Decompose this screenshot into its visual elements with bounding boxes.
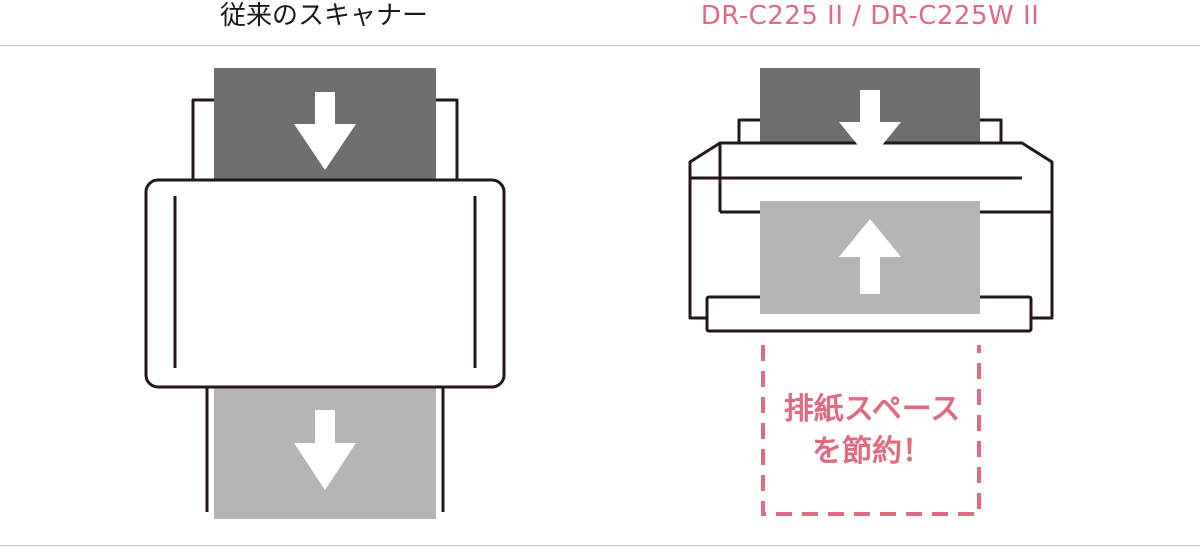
arrow-down-icon — [294, 410, 356, 490]
scanner-body — [144, 178, 506, 389]
arrow-up-icon — [839, 219, 901, 294]
top-divider — [0, 45, 1200, 46]
arrow-down-icon — [294, 92, 356, 170]
callout-line-2: を節約！ — [812, 434, 932, 469]
output-tray — [205, 387, 445, 512]
arrow-down-icon — [839, 90, 901, 160]
product-heading: DR-C225 II / DR-C225W II — [700, 1, 1040, 31]
callout-line-1: 排紙スペース — [783, 392, 961, 427]
saved-space-outline — [761, 345, 981, 516]
bottom-divider — [0, 545, 1200, 546]
conventional-scanner-heading: 従来のスキャナー — [219, 1, 428, 31]
